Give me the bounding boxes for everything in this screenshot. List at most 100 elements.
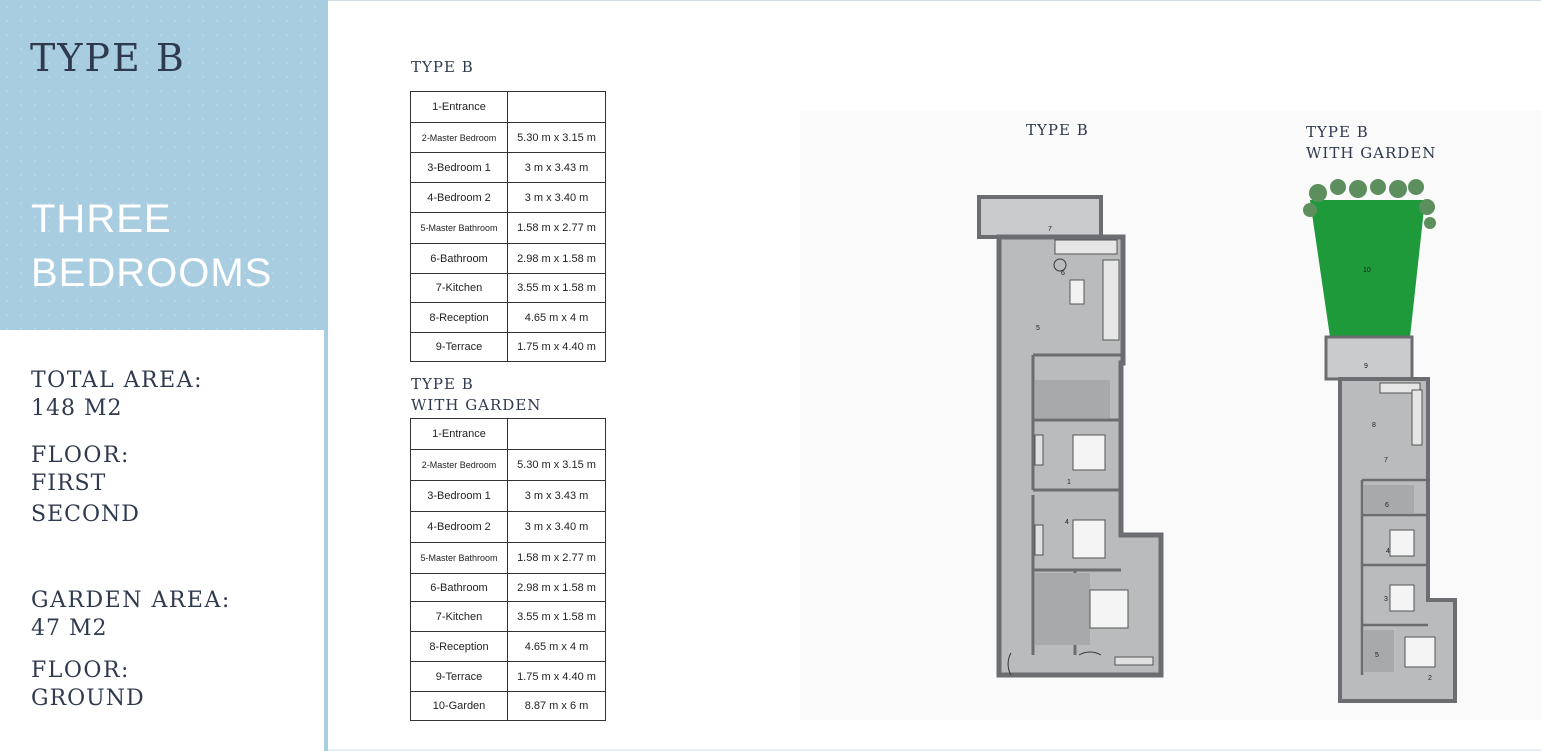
total-area-block: TOTAL AREA: 148 M2: [31, 368, 203, 424]
size-cell: 3.55 m x 1.58 m: [507, 273, 606, 303]
sidebar-header-panel: [0, 0, 328, 330]
room-number: 10: [1363, 267, 1371, 274]
size-cell: 1.58 m x 2.77 m: [507, 212, 606, 244]
bottom-border: [328, 749, 1541, 751]
plan-type-bg-title: TYPE B WITH GARDEN: [1306, 122, 1436, 164]
room-number: 5: [1036, 325, 1040, 332]
room-number: 1: [1067, 479, 1071, 486]
size-cell: 1.75 m x 4.40 m: [507, 332, 606, 362]
room-number: 7: [1384, 457, 1388, 464]
table-type-bg-label-line-2: WITH GARDEN: [411, 396, 542, 414]
room-number: 5: [1375, 652, 1379, 659]
room-cell: 4-Bedroom 2: [410, 182, 508, 213]
size-cell: 1.58 m x 2.77 m: [507, 542, 606, 574]
sofa-icon: [1102, 259, 1120, 341]
floor-label-2: FLOOR:: [31, 658, 130, 683]
bedrooms-heading: THREE BEDROOMS: [31, 192, 272, 300]
room-cell: 6-Bathroom: [410, 573, 508, 602]
terrace-area: [977, 195, 1103, 239]
size-cell: 1.75 m x 4.40 m: [507, 661, 606, 692]
door-icon: [1078, 651, 1102, 656]
bedrooms-line-2: BEDROOMS: [31, 251, 273, 295]
room-number: 6: [1385, 502, 1389, 509]
table-type-bg-label-line-1: TYPE B: [411, 375, 474, 393]
room-number: 4: [1065, 519, 1069, 526]
bedrooms-line-1: THREE: [31, 197, 172, 241]
table-type-b-label: TYPE B: [411, 58, 474, 76]
sidebar-spec-panel: [0, 330, 324, 751]
plan-type-b-title: TYPE B: [1026, 121, 1089, 139]
room-cell: 3-Bedroom 1: [410, 152, 508, 183]
size-cell: 2.98 m x 1.58 m: [507, 243, 606, 274]
kitchen-counter-icon: [1379, 382, 1421, 394]
room-cell: 9-Terrace: [410, 661, 508, 692]
wardrobe-icon: [1034, 524, 1044, 556]
room-number: 8: [1372, 422, 1376, 429]
room-cell: 4-Bedroom 2: [410, 511, 508, 543]
sidebar-divider: [324, 330, 328, 751]
room-cell: 10-Garden: [410, 691, 508, 721]
size-cell: 4.65 m x 4 m: [507, 631, 606, 662]
plan-type-bg-title-line-2: WITH GARDEN: [1306, 144, 1437, 162]
dining-table-icon: [1069, 279, 1085, 305]
bed-icon: [1389, 529, 1415, 557]
room-cell: 3-Bedroom 1: [410, 480, 508, 512]
room-number: 6: [1061, 270, 1065, 277]
master-bathroom-area: [1364, 630, 1394, 672]
size-cell: 5.30 m x 3.15 m: [507, 449, 606, 481]
room-cell: 5-Master Bathroom: [410, 542, 508, 574]
kitchen-counter-icon: [1054, 239, 1118, 255]
room-number: 2: [1428, 675, 1432, 682]
size-cell: 3 m x 3.43 m: [507, 152, 606, 183]
size-cell: 5.30 m x 3.15 m: [507, 122, 606, 153]
room-cell: 8-Reception: [410, 302, 508, 333]
sofa-icon: [1411, 389, 1423, 446]
size-cell: 3 m x 3.40 m: [507, 182, 606, 213]
terrace-area: [1324, 335, 1414, 381]
wardrobe-icon: [1034, 434, 1044, 466]
room-cell: 2-Master Bedroom: [410, 449, 508, 481]
floor-plan-type-b-garden: 10 9 8 7 6 4 3 5 2: [1303, 179, 1457, 703]
bed-icon: [1072, 519, 1106, 559]
interior-walls: [1360, 478, 1428, 675]
size-cell: 8.87 m x 6 m: [507, 691, 606, 721]
garden-area-label: GARDEN AREA:: [31, 588, 231, 613]
room-cell: 6-Bathroom: [410, 243, 508, 274]
floor-value-second: SECOND: [31, 502, 140, 527]
table-type-bg-label: TYPE B WITH GARDEN: [411, 374, 541, 416]
bathroom-area: [1035, 380, 1110, 418]
trees-icon: [1303, 179, 1436, 229]
room-cell: 2-Master Bedroom: [410, 122, 508, 153]
room-cell: 7-Kitchen: [410, 273, 508, 303]
floor-value-ground: GROUND: [31, 686, 145, 711]
room-number: 4: [1386, 548, 1390, 555]
size-cell: 3.55 m x 1.58 m: [507, 601, 606, 632]
plan-type-bg-title-line-1: TYPE B: [1306, 123, 1369, 141]
top-border: [328, 0, 1541, 1]
size-cell: 2.98 m x 1.58 m: [507, 573, 606, 602]
size-cell: [507, 418, 606, 450]
bed-icon: [1089, 589, 1129, 629]
floor-plan-type-b: 7 6 5 1 4: [977, 195, 1164, 678]
garden-area-block: GARDEN AREA: 47 M2: [31, 588, 231, 644]
clock-icon: [1053, 258, 1067, 272]
room-number: 3: [1384, 596, 1388, 603]
room-cell: 5-Master Bathroom: [410, 212, 508, 244]
table-row: 1-Entrance: [410, 418, 606, 450]
garden-area-value: 47 M2: [31, 616, 108, 641]
garden-area: [1310, 200, 1425, 337]
floor-label-1: FLOOR:: [31, 443, 130, 468]
bathroom-area: [1364, 485, 1414, 513]
